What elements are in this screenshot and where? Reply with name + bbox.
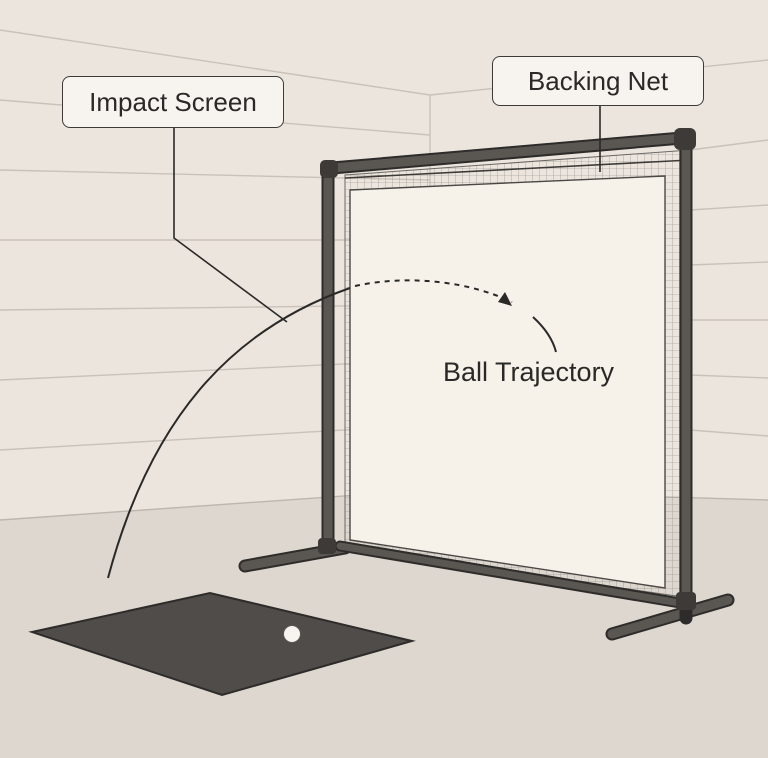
trajectory-dashed (354, 279, 513, 303)
backing-net-label: Backing Net (527, 66, 669, 96)
trajectory-arrowhead (498, 292, 512, 306)
golf-ball (283, 625, 301, 643)
impact-screen (349, 175, 666, 589)
impact-screen-callout: Impact Screen (62, 76, 284, 128)
impact-screen-leader-line (173, 128, 288, 323)
impact-screen-label: Impact Screen (89, 87, 257, 117)
backing-net-callout: Backing Net (492, 56, 704, 106)
frame (238, 131, 735, 641)
hitting-mat (28, 591, 416, 697)
trajectory-leader-line (532, 316, 557, 353)
trajectory-arc (107, 287, 351, 579)
top-bungee (344, 159, 691, 179)
ball-trajectory-label: Ball Trajectory (443, 357, 615, 387)
frame-joints (318, 128, 696, 610)
